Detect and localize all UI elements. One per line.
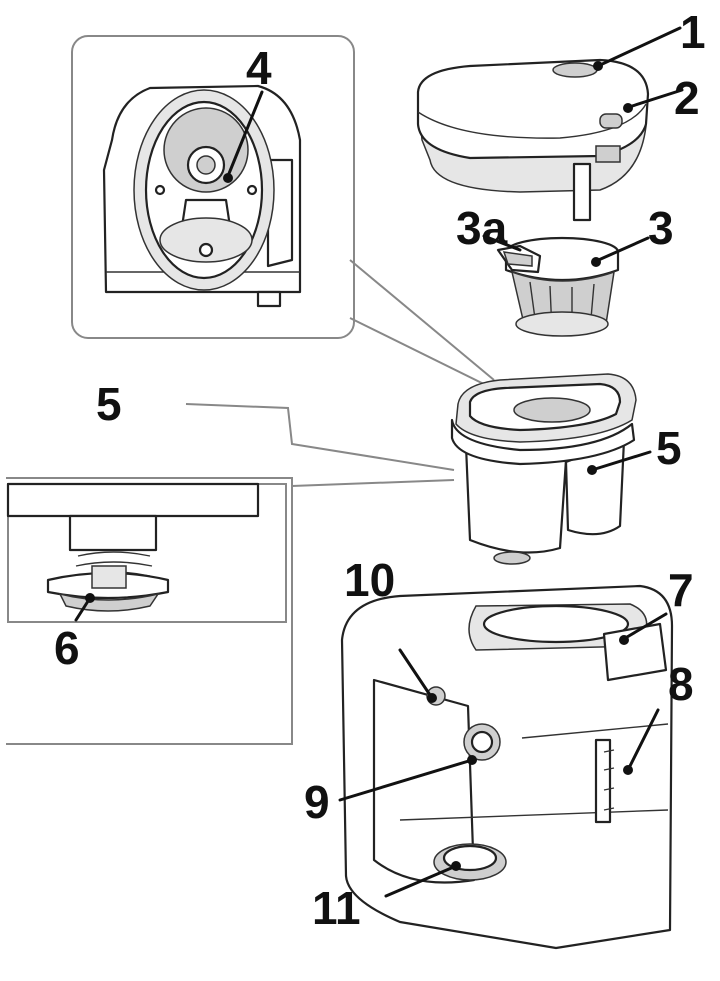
- leader-3: [592, 236, 650, 264]
- label-7: 7: [668, 564, 694, 616]
- leader-2: [624, 88, 684, 110]
- leader-10: [398, 648, 434, 700]
- pointer-11: [451, 861, 461, 871]
- leader-7: [620, 612, 668, 642]
- leader-9: [338, 758, 474, 802]
- pointer-9: [467, 755, 477, 765]
- connector-b: [349, 317, 501, 393]
- leader-11: [384, 864, 458, 898]
- leader-8: [626, 708, 660, 772]
- label-5-right: 5: [656, 422, 682, 474]
- pointer-2: [623, 103, 633, 113]
- label-6: 6: [54, 622, 80, 674]
- base-unit: [340, 584, 674, 950]
- pointer-6: [85, 593, 95, 603]
- label-9: 9: [304, 776, 330, 828]
- pointer-4: [223, 173, 233, 183]
- label-2: 2: [674, 72, 700, 124]
- connector-c: [185, 403, 455, 471]
- label-8: 8: [668, 658, 694, 710]
- pointer-10: [427, 693, 437, 703]
- label-5-left: 5: [96, 378, 122, 430]
- pointer-3: [591, 257, 601, 267]
- pointer-8: [623, 765, 633, 775]
- pointer-1: [593, 61, 603, 71]
- lid-part: [416, 58, 650, 222]
- leader-3a: [482, 234, 522, 252]
- pointer-5: [587, 465, 597, 475]
- pointer-7: [619, 635, 629, 645]
- filter-basket: [496, 236, 620, 337]
- connector-d: [291, 479, 455, 487]
- water-tank: [450, 373, 637, 565]
- label-11: 11: [312, 882, 361, 934]
- label-1: 1: [680, 6, 706, 58]
- label-3: 3: [648, 202, 674, 254]
- valve-inset: [6, 477, 293, 745]
- leader-1: [596, 26, 682, 68]
- label-3a: 3a: [456, 202, 508, 254]
- label-4: 4: [246, 42, 272, 94]
- label-10: 10: [344, 554, 395, 606]
- lid-inset: [71, 35, 355, 339]
- leader-4: [226, 90, 264, 178]
- leader-5: [590, 450, 652, 472]
- connector-a: [349, 259, 495, 381]
